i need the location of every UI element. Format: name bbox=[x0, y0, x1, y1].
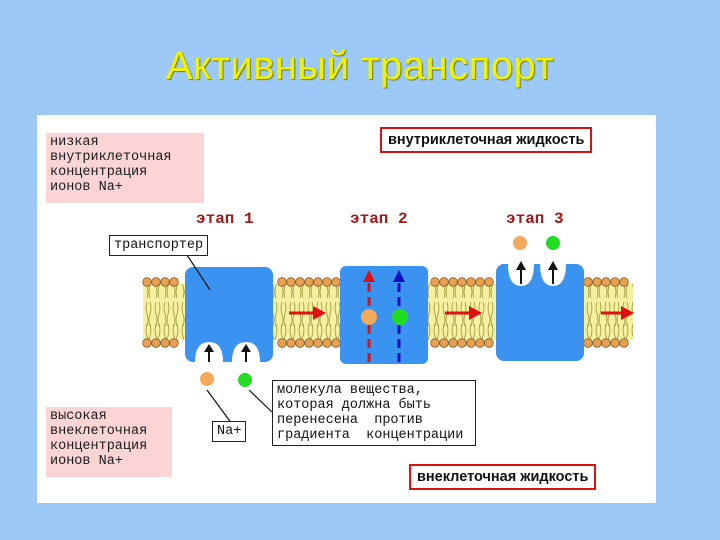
lipid-head bbox=[151, 277, 161, 287]
stage-1-label: этап 1 bbox=[196, 210, 254, 228]
lipid-head bbox=[466, 338, 476, 348]
lipid-head bbox=[439, 277, 449, 287]
sodium-ion-stage-1 bbox=[200, 372, 214, 386]
lipid-head bbox=[322, 338, 332, 348]
transporter-stage-2 bbox=[340, 266, 428, 364]
lipid-head bbox=[331, 338, 341, 348]
molecule-label: молекула вещества, которая должна быть п… bbox=[272, 380, 476, 446]
lipid-head bbox=[448, 277, 458, 287]
lipid-head bbox=[142, 277, 152, 287]
sodium-label: Na+ bbox=[212, 421, 247, 442]
lipid-head bbox=[304, 338, 314, 348]
lipid-head bbox=[610, 277, 620, 287]
lipid-heads-bottom bbox=[142, 338, 629, 348]
lipid-head bbox=[592, 277, 602, 287]
sodium-ion-stage-2 bbox=[361, 309, 377, 325]
lipid-head bbox=[610, 338, 620, 348]
progression-arrow-3 bbox=[601, 306, 634, 320]
lipid-head bbox=[295, 338, 305, 348]
lipid-head bbox=[430, 338, 440, 348]
extracellular-fluid-label: внеклеточная жидкость bbox=[409, 464, 597, 490]
lipid-heads-top bbox=[142, 277, 629, 287]
sodium-leader-line bbox=[206, 389, 233, 425]
lipid-head bbox=[295, 277, 305, 287]
lipid-head bbox=[592, 338, 602, 348]
lipid-head bbox=[322, 277, 332, 287]
progression-arrow-2 bbox=[445, 306, 482, 320]
lipid-head bbox=[160, 277, 170, 287]
high-concentration-note: высокая внеклеточная концентрация ионов … bbox=[46, 407, 172, 477]
lipid-head bbox=[601, 277, 611, 287]
stage-3-label: этап 3 bbox=[506, 210, 564, 228]
stage-2-label: этап 2 bbox=[350, 210, 408, 228]
lipid-head bbox=[448, 338, 458, 348]
lipid-head bbox=[457, 277, 467, 287]
lipid-head bbox=[466, 277, 476, 287]
lipid-head bbox=[169, 277, 179, 287]
lipid-head bbox=[475, 338, 485, 348]
molecule-leader-line bbox=[248, 389, 273, 413]
lipid-head bbox=[439, 338, 449, 348]
intracellular-fluid-label: внутриклеточная жидкость bbox=[380, 127, 593, 153]
lipid-head bbox=[313, 277, 323, 287]
lipid-head bbox=[484, 338, 494, 348]
lipid-head bbox=[583, 277, 593, 287]
low-concentration-note: низкая внутриклеточная концентрация ионо… bbox=[46, 133, 204, 203]
sodium-ion-stage-3 bbox=[513, 236, 527, 250]
lipid-head bbox=[619, 277, 629, 287]
transporter-leader-line bbox=[184, 251, 211, 291]
lipid-head bbox=[583, 338, 593, 348]
molecule-stage-2 bbox=[392, 309, 408, 325]
slide-title: Активный транспорт bbox=[165, 44, 555, 88]
lipid-head bbox=[457, 338, 467, 348]
lipid-head bbox=[277, 338, 287, 348]
lipid-head bbox=[430, 277, 440, 287]
lipid-head bbox=[286, 277, 296, 287]
molecule-stage-1 bbox=[238, 373, 252, 387]
lipid-head bbox=[484, 277, 494, 287]
lipid-head bbox=[601, 338, 611, 348]
transporter-stage-3 bbox=[496, 261, 584, 361]
lipid-head bbox=[304, 277, 314, 287]
lipid-head bbox=[619, 338, 629, 348]
lipid-head bbox=[331, 277, 341, 287]
lipid-head bbox=[286, 338, 296, 348]
lipid-head bbox=[277, 277, 287, 287]
lipid-head bbox=[160, 338, 170, 348]
progression-arrow-1 bbox=[289, 306, 326, 320]
lipid-head bbox=[169, 338, 179, 348]
lipid-head bbox=[151, 338, 161, 348]
lipid-head bbox=[142, 338, 152, 348]
transporter-stage-1 bbox=[185, 267, 273, 362]
transporter-label: транспортер bbox=[109, 235, 209, 256]
molecule-stage-3 bbox=[546, 236, 560, 250]
lipid-head bbox=[313, 338, 323, 348]
lipid-head bbox=[475, 277, 485, 287]
